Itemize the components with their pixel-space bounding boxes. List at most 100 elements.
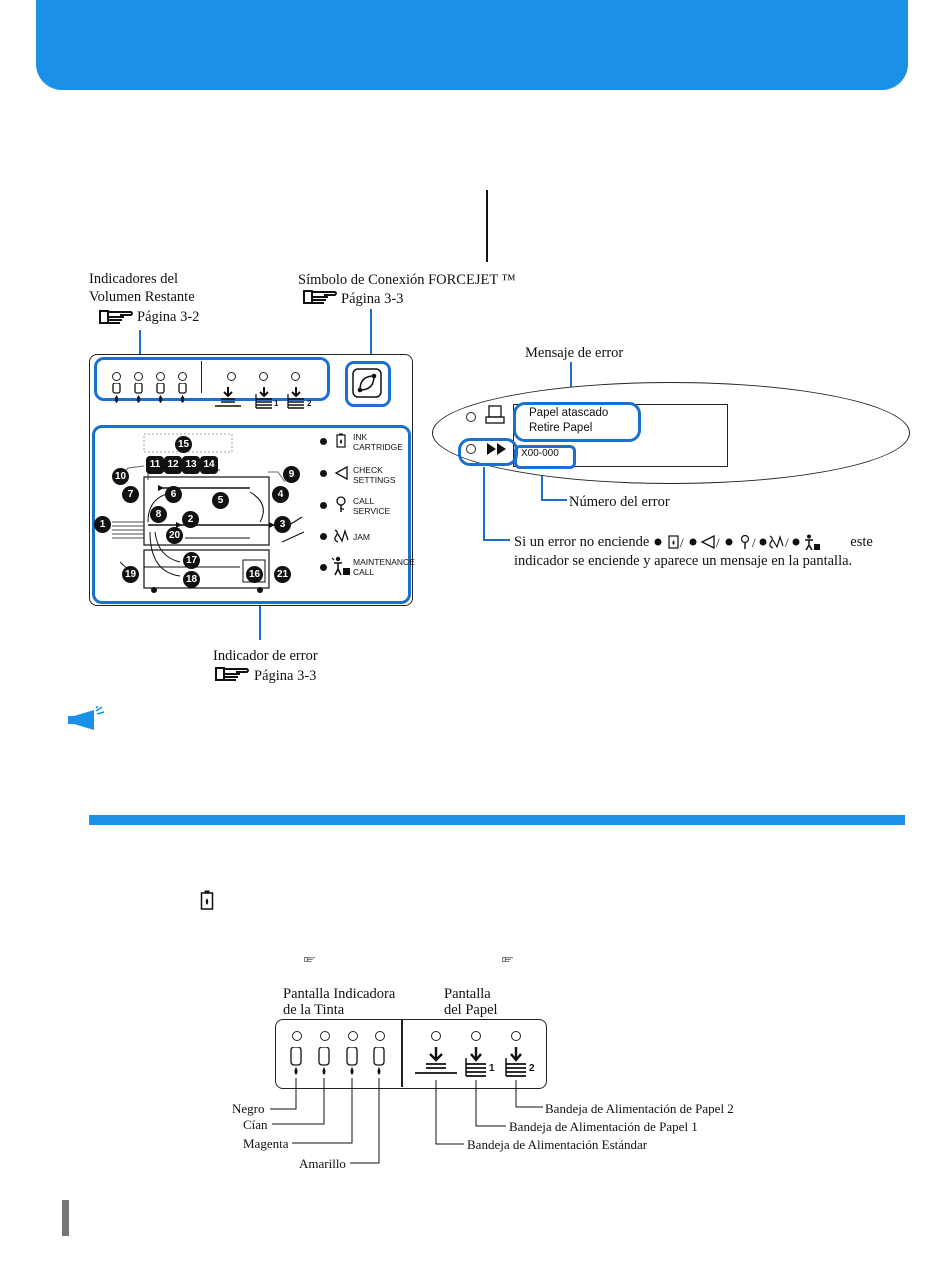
- section-bar: [89, 815, 905, 825]
- ink-drop-icon: [134, 383, 143, 403]
- forcejet-label: Símbolo de Conexión FORCEJET ™: [298, 272, 516, 288]
- error-message-title: Mensaje de error: [525, 345, 624, 361]
- tray-number: 1: [274, 399, 279, 408]
- ink-led: [112, 372, 121, 381]
- lower-panel: [275, 1019, 547, 1089]
- svg-text:/: /: [680, 535, 684, 550]
- callout-number: 1: [94, 516, 111, 533]
- indicator-label-ink: INK CARTRIDGE: [353, 432, 403, 452]
- printer-icon: [485, 405, 505, 424]
- callout-number: 19: [122, 566, 139, 583]
- svg-text:/: /: [752, 535, 756, 550]
- header-band: [36, 0, 908, 90]
- forcejet-highlight: [345, 361, 391, 407]
- ink-screen-label: Pantalla Indicadora de la Tinta: [283, 986, 396, 1018]
- indicator-label-jam: JAM: [353, 532, 370, 542]
- callout-number: 11: [146, 456, 164, 474]
- indicator-led: [320, 470, 327, 477]
- forward-icon: [487, 443, 506, 455]
- ink-drop-icon: [112, 383, 121, 403]
- ink-cartridge-icon: [336, 433, 346, 448]
- jam-icon: [334, 528, 349, 543]
- callout-number: 9: [283, 466, 300, 483]
- callout-number: 2: [182, 511, 199, 528]
- indicator-icons: / / / /: [654, 534, 846, 550]
- indicator-icon-row: / / / /: [654, 534, 821, 550]
- tray-1-icon: [255, 387, 272, 409]
- callout-number: 18: [183, 571, 200, 588]
- pointing-hand-icon: [304, 957, 315, 962]
- callout-number: 16: [246, 566, 263, 583]
- indicator-led: [320, 438, 327, 445]
- ink-led: [178, 372, 187, 381]
- ink-levels-label: Indicadores del Volumen Restante: [89, 271, 195, 305]
- call-service-icon: [336, 496, 346, 512]
- indicator-label-call: CALL SERVICE: [353, 496, 391, 516]
- indicator-label-check: CHECK SETTINGS: [353, 465, 396, 485]
- ink-paper-indicators: [94, 357, 330, 401]
- ink-levels-ref: Página 3-2: [137, 309, 200, 325]
- printer-panel: [89, 354, 413, 606]
- ink-drop-icon: [373, 1047, 385, 1075]
- error-indicator-ref: Página 3-3: [254, 668, 317, 684]
- callout-number: 10: [112, 468, 129, 485]
- page-marker: [62, 1200, 69, 1236]
- error-note-start: Si un error no enciende: [514, 534, 650, 550]
- pointing-hand-icon: [502, 957, 513, 962]
- callout-number: 7: [122, 486, 139, 503]
- indicator-led: [320, 533, 327, 540]
- callout-number: 3: [274, 516, 291, 533]
- pointing-hand-icon: [98, 308, 134, 331]
- ink-drop-icon: [178, 383, 187, 403]
- lower-leader-lines: [270, 1078, 543, 1164]
- tray-number: 1: [489, 1063, 495, 1074]
- paper-led: [291, 372, 300, 381]
- svg-text:/: /: [716, 535, 720, 550]
- ink-color-label: Amarillo: [299, 1156, 346, 1171]
- ink-cartridge-icon: [200, 890, 214, 910]
- indicator-led: [320, 564, 327, 571]
- ink-drop-icon: [318, 1047, 330, 1075]
- callout-number: 12: [164, 456, 182, 474]
- error-led: [466, 444, 476, 454]
- ink-led: [320, 1031, 330, 1041]
- tray-label: Bandeja de Alimentación de Papel 1: [509, 1119, 698, 1134]
- standard-tray-icon: [415, 1047, 457, 1074]
- error-indicator-label: Indicador de error: [213, 648, 318, 664]
- ink-led: [348, 1031, 358, 1041]
- ink-slot: [133, 372, 145, 405]
- tray-label: Bandeja de Alimentación Estándar: [467, 1137, 648, 1152]
- callout-number: 6: [165, 486, 182, 503]
- ink-drop-icon: [346, 1047, 358, 1075]
- indicator-label-maintenance: MAINTENANCE CALL: [353, 557, 415, 577]
- forcejet-icon: [352, 368, 382, 398]
- error-code-highlight: [514, 445, 576, 469]
- tray-2-icon: [287, 387, 304, 409]
- callout-number: 20: [166, 527, 183, 544]
- callout-number: 13: [182, 456, 200, 474]
- pointing-hand-icon: [302, 288, 338, 311]
- error-note-line2: indicador se enciende y aparece un mensa…: [514, 553, 853, 569]
- error-note-end: este: [850, 534, 873, 550]
- ink-led: [292, 1031, 302, 1041]
- ink-drop-icon: [156, 383, 165, 403]
- status-led: [466, 412, 476, 422]
- paper-led: [431, 1031, 441, 1041]
- error-indicator-box: [92, 425, 411, 604]
- tray-number: 2: [529, 1063, 535, 1074]
- error-message-line1: Papel atascado: [529, 407, 609, 419]
- paper-led: [227, 372, 236, 381]
- error-note-line1: Si un error no enciende / / / / este: [514, 533, 873, 551]
- callout-number: 17: [183, 552, 200, 569]
- error-message-highlight: [513, 402, 641, 442]
- maintenance-icon: [331, 556, 350, 576]
- ink-color-label: Negro: [232, 1101, 265, 1116]
- panel-foot: [257, 587, 263, 593]
- callout-number: 14: [200, 456, 218, 474]
- callout-number: 4: [272, 486, 289, 503]
- ink-slot: [155, 372, 167, 405]
- svg-text:/: /: [785, 535, 789, 550]
- ink-led: [156, 372, 165, 381]
- error-message-line2: Retire Papel: [529, 422, 593, 434]
- leader-line: [486, 190, 488, 262]
